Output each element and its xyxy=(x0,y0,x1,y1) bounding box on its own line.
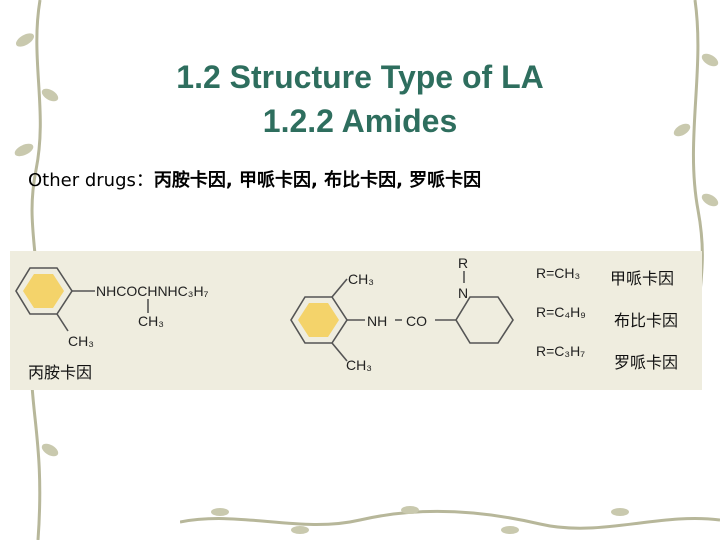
piperidine-ring xyxy=(435,271,514,344)
subtitle-prefix: Other drugs： xyxy=(28,170,154,191)
bottom-vine-decoration xyxy=(180,506,720,534)
slide-title: 1.2 Structure Type of LA 1.2.2 Amides xyxy=(60,55,660,143)
prilocaine-name: 丙胺卡因 xyxy=(28,363,93,382)
r-group-label: R xyxy=(458,255,469,271)
prilocaine-chain-label: NHCOCHNHC₃H₇ xyxy=(96,283,209,299)
ring-nitrogen-label: N xyxy=(458,285,469,301)
prilocaine-ring-methyl: CH₃ xyxy=(68,333,94,349)
xylidide-bottom-methyl: CH₃ xyxy=(346,357,372,373)
title-line-2: 1.2.2 Amides xyxy=(262,103,458,139)
variant-name-bupivacaine: 布比卡因 xyxy=(614,311,679,330)
amide-nh-label: NH xyxy=(367,313,388,329)
variant-r-propyl: R=C₃H₇ xyxy=(536,343,586,359)
xylidide-benzene-ring xyxy=(290,278,402,362)
subtitle-drugs: 丙胺卡因, 甲哌卡因, 布比卡因, 罗哌卡因 xyxy=(153,170,482,191)
variant-r-butyl: R=C₄H₉ xyxy=(536,304,586,320)
prilocaine-branch-methyl: CH₃ xyxy=(138,313,164,329)
structure-figure: NHCOCHNHC₃H₇ CH₃ CH₃ 丙胺卡因 CH₃ CH₃ NH CO … xyxy=(10,251,702,390)
amide-co-label: CO xyxy=(406,313,427,329)
subtitle: Other drugs：丙胺卡因, 甲哌卡因, 布比卡因, 罗哌卡因 xyxy=(28,166,481,192)
variant-name-ropivacaine: 罗哌卡因 xyxy=(614,353,679,372)
variant-name-mepivacaine: 甲哌卡因 xyxy=(610,269,675,288)
structure-drawing xyxy=(15,267,514,362)
title-line-1: 1.2 Structure Type of LA xyxy=(176,59,544,95)
prilocaine-benzene-ring xyxy=(15,267,149,332)
xylidide-top-methyl: CH₃ xyxy=(348,271,374,287)
variant-r-methyl: R=CH₃ xyxy=(536,265,581,281)
